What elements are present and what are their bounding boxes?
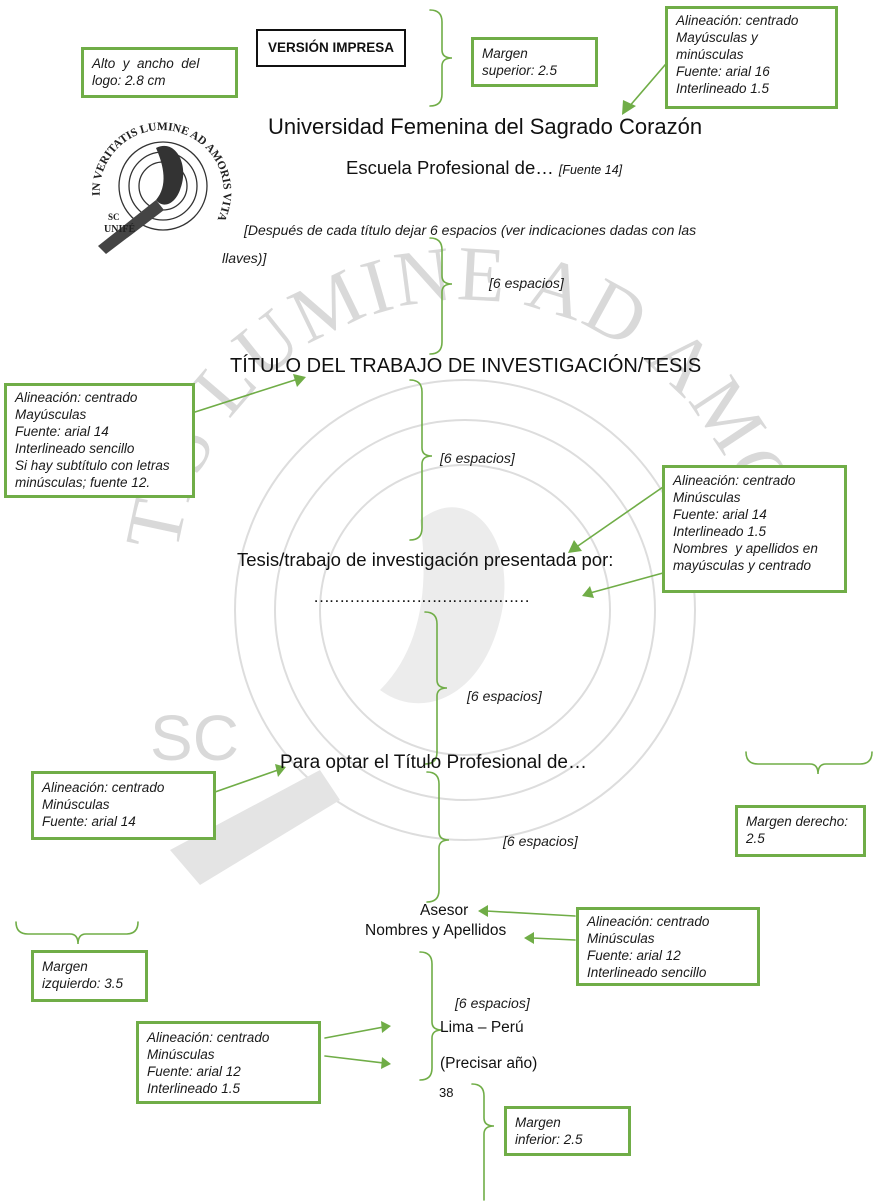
note-line: izquierdo: 3.5 (42, 976, 124, 991)
note-line: Minúsculas (587, 931, 655, 946)
school-font-note: [Fuente 14] (558, 163, 623, 177)
logo-monogram-top: SC (108, 212, 120, 222)
note-university-format: Alineación: centrado Mayúsculas y minúsc… (665, 6, 838, 109)
note-line: Margen (42, 959, 88, 974)
brace-after-title (409, 379, 433, 541)
note-line: logo: 2.8 cm (92, 73, 166, 88)
year: (Precisar año) (440, 1055, 538, 1072)
spacing-instruction-line1: [Después de cada título dejar 6 espacios… (244, 222, 697, 238)
note-line: inferior: 2.5 (515, 1132, 583, 1147)
note-line: Margen derecho: (746, 814, 849, 829)
note-advisor-format: Alineación: centrado Minúsculas Fuente: … (576, 907, 760, 986)
presented-by: Tesis/trabajo de investigación presentad… (237, 549, 614, 570)
note-city-format: Alineación: centrado Minúsculas Fuente: … (136, 1021, 321, 1104)
spacing-label-after-author: [6 espacios] (467, 688, 542, 704)
university-name: Universidad Femenina del Sagrado Corazón (268, 114, 703, 139)
city: Lima – Perú (440, 1019, 524, 1036)
thesis-title: TÍTULO DEL TRABAJO DE INVESTIGACIÓN/TESI… (230, 355, 702, 377)
note-line: Nombres y apellidos en (673, 541, 818, 556)
advisor-label: Asesor (420, 902, 469, 919)
note-line: Mayúsculas y (676, 30, 758, 45)
brace-bottom-margin (471, 1083, 495, 1201)
note-line: 2.5 (746, 831, 765, 846)
note-line: Minúsculas (147, 1047, 215, 1062)
version-label: VERSIÓN IMPRESA (267, 40, 395, 55)
note-line: Alineación: centrado (676, 13, 799, 28)
note-line: Interlineado 1.5 (673, 524, 767, 539)
note-line: Alineación: centrado (42, 780, 165, 795)
note-line: Interlineado sencillo (15, 441, 135, 456)
brace-after-author (424, 611, 448, 765)
note-line: superior: 2.5 (482, 63, 558, 78)
note-bottom-margin: Margen inferior: 2.5 (504, 1106, 631, 1156)
note-line: mayúsculas y centrado (673, 558, 812, 573)
note-title-format: Alineación: centrado Mayúsculas Fuente: … (4, 383, 195, 498)
author-dots: …………………………………… (313, 587, 530, 606)
note-author-format: Alineación: centrado Minúsculas Fuente: … (662, 465, 847, 593)
brace-left-margin (15, 921, 139, 945)
degree-line: Para optar el Título Profesional de… (280, 752, 587, 773)
note-right-margin: Margen derecho: 2.5 (735, 805, 866, 857)
advisor-name: Nombres y Apellidos (365, 922, 507, 939)
note-line: Mayúsculas (15, 407, 87, 422)
school-name: Escuela Profesional de… [Fuente 14] (346, 157, 622, 179)
logo-monogram-bottom: UNIFÉ (104, 223, 135, 235)
note-line: Fuente: arial 12 (147, 1064, 241, 1079)
note-left-margin: Margen izquierdo: 3.5 (31, 950, 148, 1002)
page-number: 38 (439, 1085, 454, 1100)
note-line: Interlineado 1.5 (147, 1081, 241, 1096)
note-line: Alineación: centrado (147, 1030, 270, 1045)
note-degree-format: Alineación: centrado Minúsculas Fuente: … (31, 771, 216, 840)
note-line: Minúsculas (673, 490, 741, 505)
note-line: Interlineado sencillo (587, 965, 707, 980)
note-line: Si hay subtítulo con letras (15, 458, 170, 473)
note-line: Alto y ancho del (92, 56, 200, 71)
note-line: Fuente: arial 14 (15, 424, 109, 439)
version-label-box: VERSIÓN IMPRESA (256, 29, 406, 67)
spacing-label-after-degree: [6 espacios] (503, 833, 578, 849)
spacing-label-after-school: [6 espacios] (489, 275, 564, 291)
note-line: Alineación: centrado (673, 473, 796, 488)
note-line: Alineación: centrado (587, 914, 710, 929)
brace-right-margin (745, 751, 873, 775)
note-logo-size: Alto y ancho del logo: 2.8 cm (81, 47, 238, 98)
note-line: minúsculas (676, 47, 744, 62)
note-line: Fuente: arial 14 (42, 814, 136, 829)
spacing-label-after-title: [6 espacios] (440, 450, 515, 466)
note-line: Minúsculas (42, 797, 110, 812)
spacing-instruction-line2: llaves)] (222, 250, 267, 266)
note-line: Fuente: arial 12 (587, 948, 681, 963)
watermark-monogram: SC (150, 702, 239, 774)
note-line: Alineación: centrado (15, 390, 138, 405)
note-line: Interlineado 1.5 (676, 81, 770, 96)
brace-after-degree (426, 771, 450, 903)
school-text: Escuela Profesional de… (346, 157, 554, 178)
note-line: Fuente: arial 14 (673, 507, 767, 522)
note-line: Fuente: arial 16 (676, 64, 770, 79)
brace-after-advisor (419, 951, 443, 1081)
university-logo: IN VERITATIS LUMINE AD AMORIS VITAM SC U… (78, 108, 233, 254)
brace-top-margin (429, 9, 453, 107)
note-line: Margen (515, 1115, 561, 1130)
brace-after-school (429, 237, 453, 355)
spacing-label-after-advisor: [6 espacios] (455, 995, 530, 1011)
note-line: Margen (482, 46, 528, 61)
note-top-margin: Margen superior: 2.5 (471, 37, 598, 87)
note-line: minúsculas; fuente 12. (15, 475, 151, 490)
